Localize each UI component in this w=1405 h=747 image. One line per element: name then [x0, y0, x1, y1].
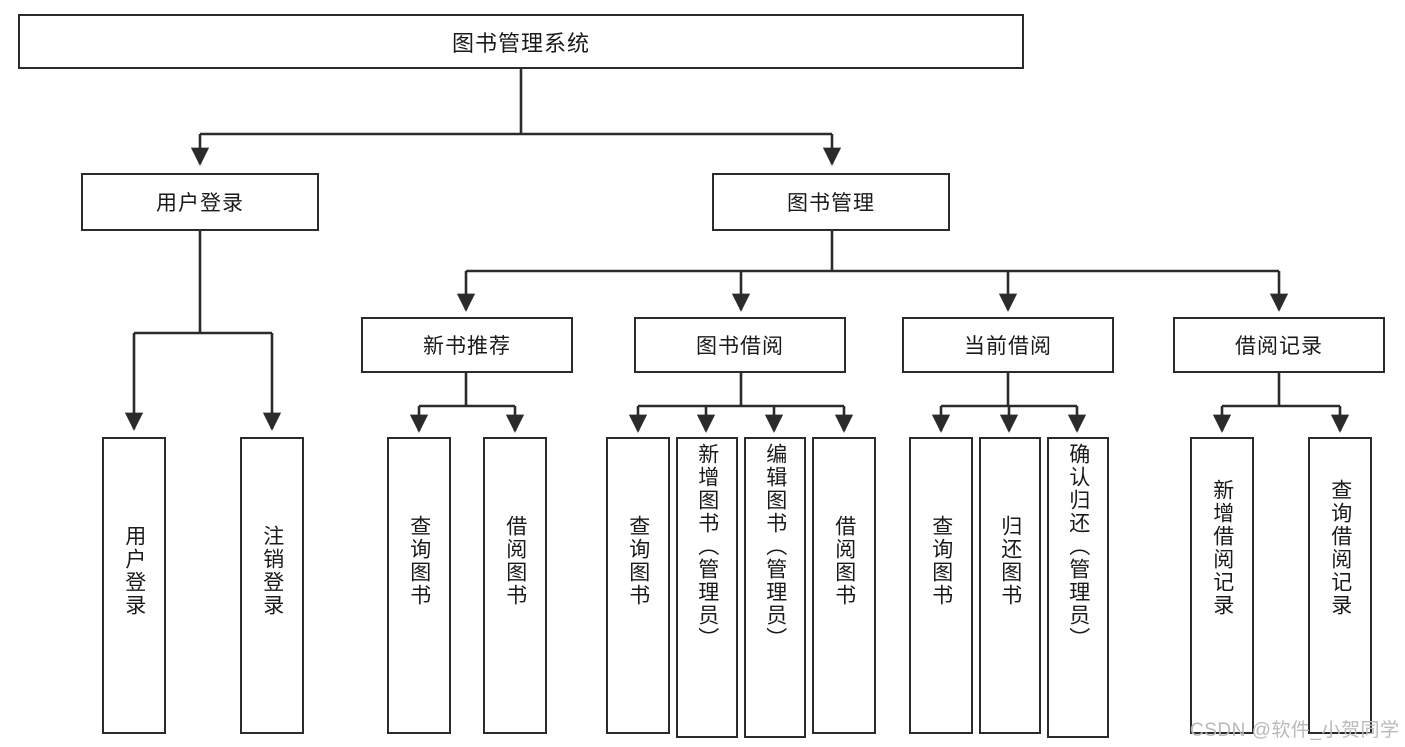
node-label: 用户登录 [156, 192, 244, 215]
node-leaf-add-book-admin[interactable]: 新增图书（管理员） [676, 437, 738, 738]
node-leaf-query-book-3[interactable]: 查询图书 [909, 437, 973, 734]
node-leaf-return-book[interactable]: 归还图书 [979, 437, 1041, 734]
node-leaf-borrow-book-2[interactable]: 借阅图书 [812, 437, 876, 734]
node-label: 查询图书 [929, 515, 953, 607]
node-leaf-add-borrow-record[interactable]: 新增借阅记录 [1190, 437, 1254, 734]
node-label: 当前借阅 [964, 335, 1052, 358]
node-label: 图书借阅 [696, 335, 784, 358]
node-label: 查询借阅记录 [1328, 479, 1352, 617]
node-label: 查询图书 [626, 515, 650, 607]
node-user-login[interactable]: 用户登录 [81, 173, 319, 231]
node-label: 借阅图书 [832, 515, 856, 607]
node-current-borrow[interactable]: 当前借阅 [902, 317, 1114, 373]
node-label: 图书管理系统 [451, 30, 590, 56]
node-label: 编辑图书（管理员） [763, 443, 787, 650]
node-leaf-logout[interactable]: 注销登录 [240, 437, 304, 734]
node-leaf-user-login[interactable]: 用户登录 [102, 437, 166, 734]
node-leaf-borrow-book-1[interactable]: 借阅图书 [483, 437, 547, 734]
node-book-borrow[interactable]: 图书借阅 [634, 317, 846, 373]
node-label: 新书推荐 [423, 335, 511, 358]
csdn-watermark: CSDN @软件_小贺同学 [1190, 720, 1400, 741]
node-label: 归还图书 [998, 515, 1022, 607]
node-book-management[interactable]: 图书管理 [712, 173, 950, 231]
node-label: 借阅图书 [503, 515, 527, 607]
node-leaf-confirm-return-admin[interactable]: 确认归还（管理员） [1047, 437, 1109, 738]
node-new-book-recommend[interactable]: 新书推荐 [361, 317, 573, 373]
node-leaf-query-book-2[interactable]: 查询图书 [606, 437, 670, 734]
node-leaf-query-borrow-record[interactable]: 查询借阅记录 [1308, 437, 1372, 734]
node-label: 新增图书（管理员） [695, 443, 719, 650]
node-root-system[interactable]: 图书管理系统 [18, 14, 1024, 69]
node-borrow-records[interactable]: 借阅记录 [1173, 317, 1385, 373]
node-label: 注销登录 [260, 525, 284, 617]
node-leaf-edit-book-admin[interactable]: 编辑图书（管理员） [744, 437, 806, 738]
node-label: 确认归还（管理员） [1066, 443, 1090, 650]
node-label: 新增借阅记录 [1210, 479, 1234, 617]
node-label: 图书管理 [787, 192, 875, 215]
node-label: 借阅记录 [1235, 335, 1323, 358]
node-leaf-query-book-1[interactable]: 查询图书 [387, 437, 451, 734]
node-label: 用户登录 [122, 525, 146, 617]
node-label: 查询图书 [407, 515, 431, 607]
